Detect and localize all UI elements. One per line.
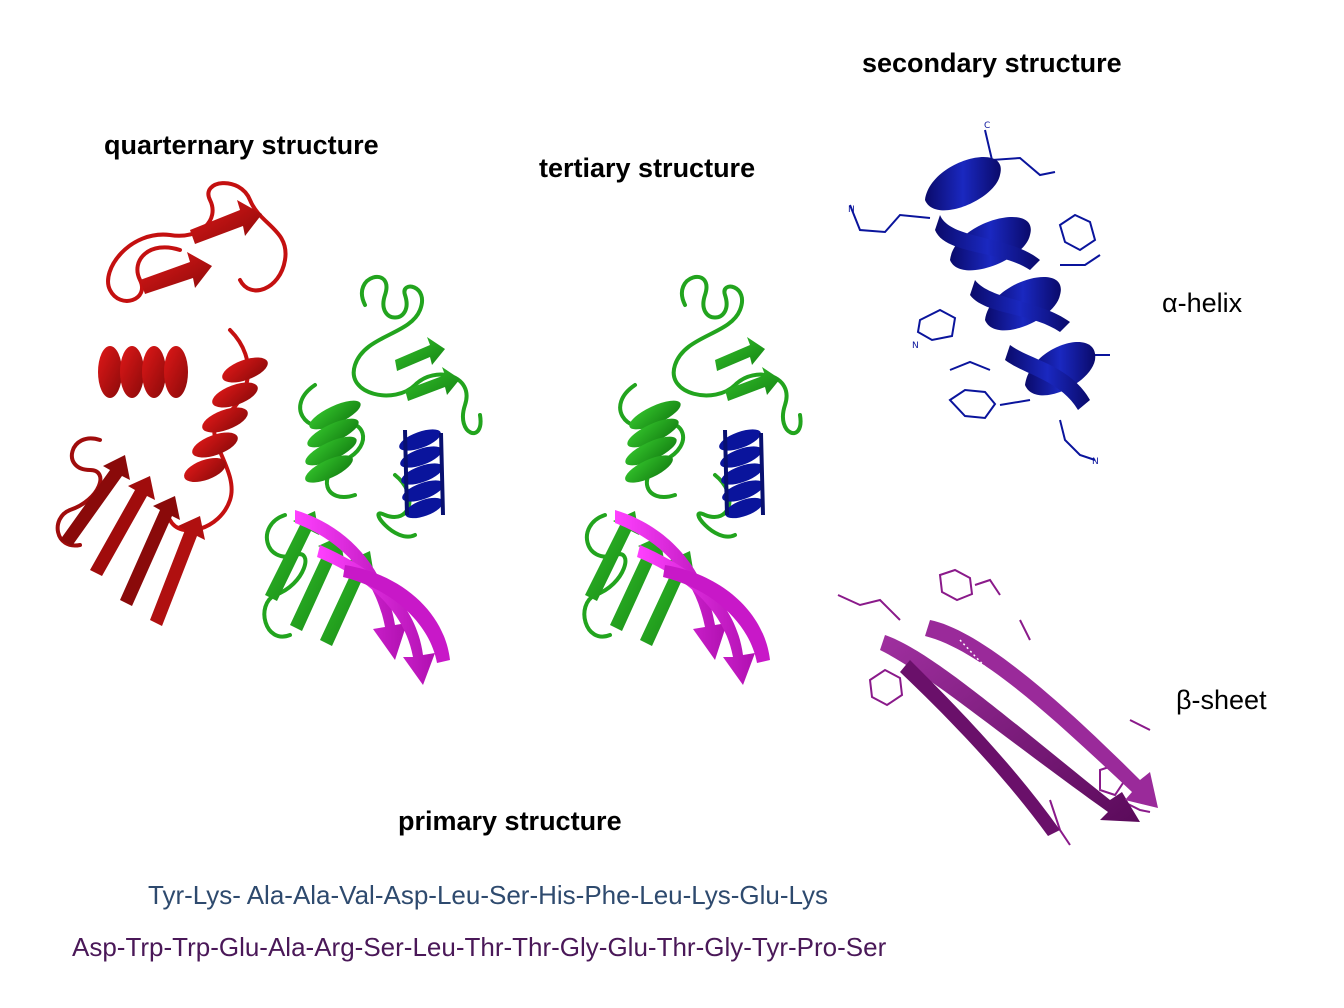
alpha-helix-label: α-helix bbox=[1162, 288, 1243, 318]
tertiary-structure-label: tertiary structure bbox=[539, 153, 756, 183]
tertiary-monomer bbox=[582, 274, 803, 687]
quaternary-structure-label: quarternary structure bbox=[104, 130, 379, 160]
svg-text:N: N bbox=[1092, 457, 1099, 467]
alpha-helix-model: N N N C bbox=[848, 121, 1110, 467]
svg-text:N: N bbox=[912, 341, 919, 351]
primary-structure-label: primary structure bbox=[398, 806, 622, 836]
svg-text:C: C bbox=[984, 121, 990, 131]
sequence-line-2: Asp-Trp-Trp-Glu-Ala-Arg-Ser-Leu-Thr-Thr-… bbox=[72, 932, 887, 962]
sequence-line-1: Tyr-Lys- Ala-Ala-Val-Asp-Leu-Ser-His-Phe… bbox=[148, 880, 829, 910]
svg-text:N: N bbox=[848, 205, 855, 215]
quaternary-green-subunit bbox=[262, 274, 483, 687]
protein-structures-illustration: N N N C bbox=[55, 121, 1158, 846]
secondary-structure-label: secondary structure bbox=[862, 48, 1122, 78]
quaternary-red-chain bbox=[55, 181, 288, 626]
beta-sheet-model bbox=[837, 568, 1158, 846]
beta-sheet-label: β-sheet bbox=[1176, 685, 1267, 715]
